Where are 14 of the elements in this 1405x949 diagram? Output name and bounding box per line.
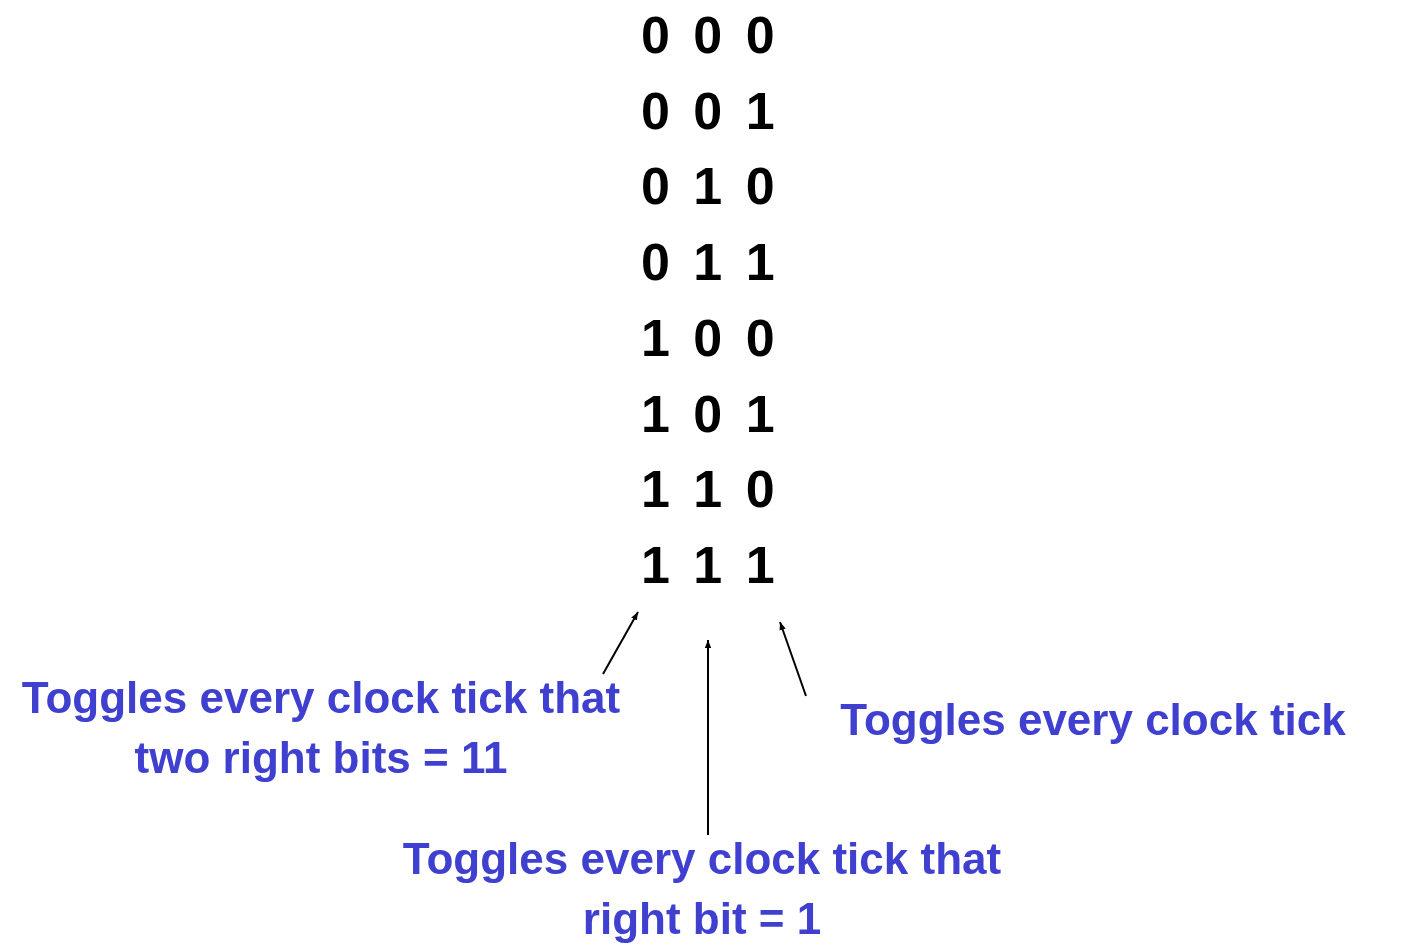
leader-arrow [602,611,639,675]
annotation-text: Toggles every clock tick [839,694,1347,746]
bit-row: 0 1 0 [641,156,775,217]
bit-row: 1 1 1 [641,534,775,595]
bit-row: 0 1 1 [641,232,775,293]
bit-row: 1 1 0 [641,459,775,520]
annotation-text: Toggles every clock tick that right bit = 1 [401,833,1003,945]
leader-arrow [779,621,807,697]
bit-row: 1 0 0 [641,307,775,368]
bit-row: 1 0 1 [641,383,775,444]
leader-arrow [704,639,712,836]
bit-row: 0 0 0 [641,5,775,65]
annotation-text: Toggles every clock tick that two right bits = 11 [20,672,622,784]
bit-row: 0 0 1 [641,80,775,141]
